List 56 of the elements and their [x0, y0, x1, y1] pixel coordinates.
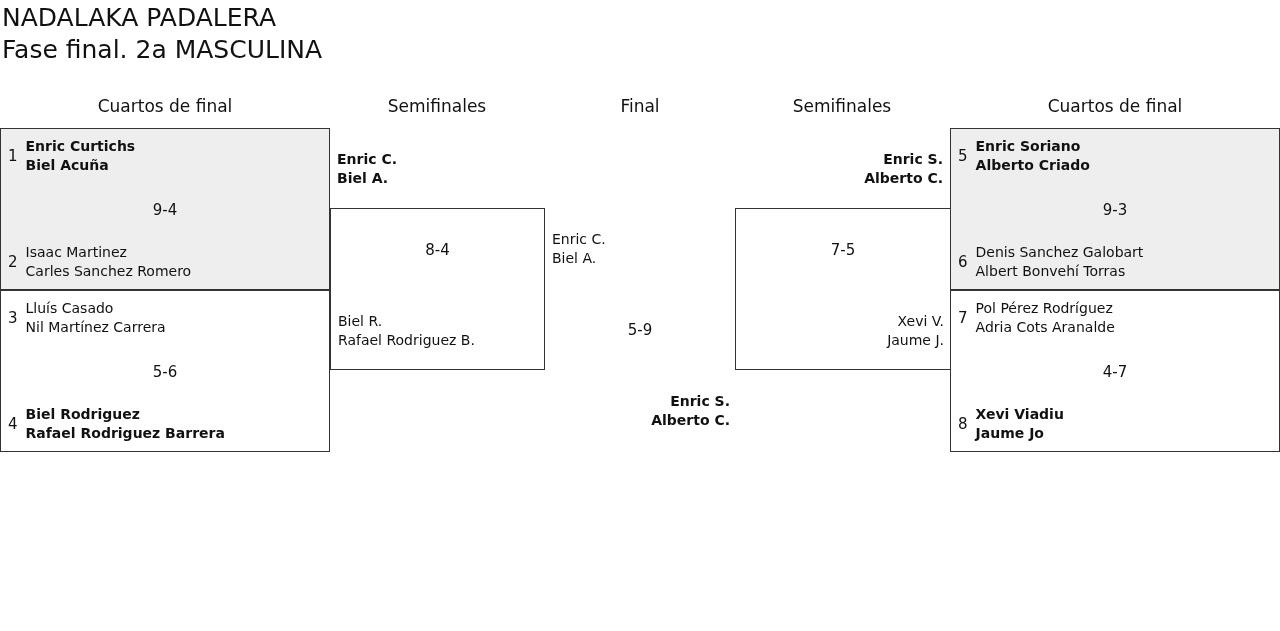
- player-name: Albert Bonvehí Torras: [975, 262, 1126, 281]
- round-heading: Cuartos de final: [1046, 96, 1184, 116]
- match-box: [330, 208, 545, 370]
- player-name: Jaume J.: [887, 331, 944, 350]
- page-subtitle: Fase final. 2a MASCULINA: [2, 34, 323, 66]
- player-name: Carles Sanchez Romero: [25, 262, 192, 281]
- player-name: Lluís Casado: [25, 299, 114, 318]
- round-heading: Semifinales: [791, 96, 893, 116]
- match-score: 7-5: [830, 241, 856, 259]
- player-name: Jaume Jo: [975, 424, 1044, 443]
- seed-number: 1: [8, 146, 18, 166]
- seed-number: 4: [8, 414, 18, 434]
- match-score: 5-6: [152, 363, 178, 381]
- player-name: Xevi V.: [897, 312, 944, 331]
- player-name: Isaac Martinez: [25, 243, 127, 262]
- match-score: 5-9: [627, 321, 653, 339]
- match-box: [0, 290, 330, 452]
- match-box: [0, 128, 330, 290]
- player-name: Enric S.: [670, 392, 730, 411]
- player-name: Enric C.: [552, 230, 606, 249]
- player-name: Nil Martínez Carrera: [25, 318, 166, 337]
- player-name: Biel Acuña: [25, 156, 109, 175]
- seed-number: 7: [958, 308, 968, 328]
- match-score: 4-7: [1102, 363, 1128, 381]
- match-score: 9-4: [152, 201, 178, 219]
- seed-number: 5: [958, 146, 968, 166]
- player-name: Biel Rodriguez: [25, 405, 140, 424]
- player-name: Biel R.: [338, 312, 383, 331]
- match-score: 9-3: [1102, 201, 1128, 219]
- player-name: Rafael Rodriguez Barrera: [25, 424, 225, 443]
- player-name: Adria Cots Aranalde: [975, 318, 1115, 337]
- match-box: [735, 208, 951, 370]
- player-name: Pol Pérez Rodríguez: [975, 299, 1113, 318]
- match-box: [950, 128, 1280, 290]
- player-name: Enric Soriano: [975, 137, 1081, 156]
- player-name: Xevi Viadiu: [975, 405, 1064, 424]
- round-heading: Final: [619, 96, 661, 116]
- seed-number: 8: [958, 414, 968, 434]
- player-name: Enric Curtichs: [25, 137, 136, 156]
- round-heading: Cuartos de final: [96, 96, 234, 116]
- player-name: Biel A.: [337, 169, 389, 188]
- page-title: NADALAKA PADALERA: [2, 2, 276, 34]
- player-name: Biel A.: [552, 249, 597, 268]
- player-name: Denis Sanchez Galobart: [975, 243, 1144, 262]
- match-box: [950, 290, 1280, 452]
- player-name: Alberto C.: [651, 411, 730, 430]
- seed-number: 3: [8, 308, 18, 328]
- player-name: Alberto Criado: [975, 156, 1090, 175]
- round-heading: Semifinales: [386, 96, 488, 116]
- player-name: Rafael Rodriguez B.: [338, 331, 475, 350]
- match-score: 8-4: [425, 241, 450, 259]
- player-name: Alberto C.: [864, 169, 943, 188]
- seed-number: 6: [958, 252, 968, 272]
- player-name: Enric S.: [883, 150, 943, 169]
- player-name: Enric C.: [337, 150, 397, 169]
- seed-number: 2: [8, 252, 18, 272]
